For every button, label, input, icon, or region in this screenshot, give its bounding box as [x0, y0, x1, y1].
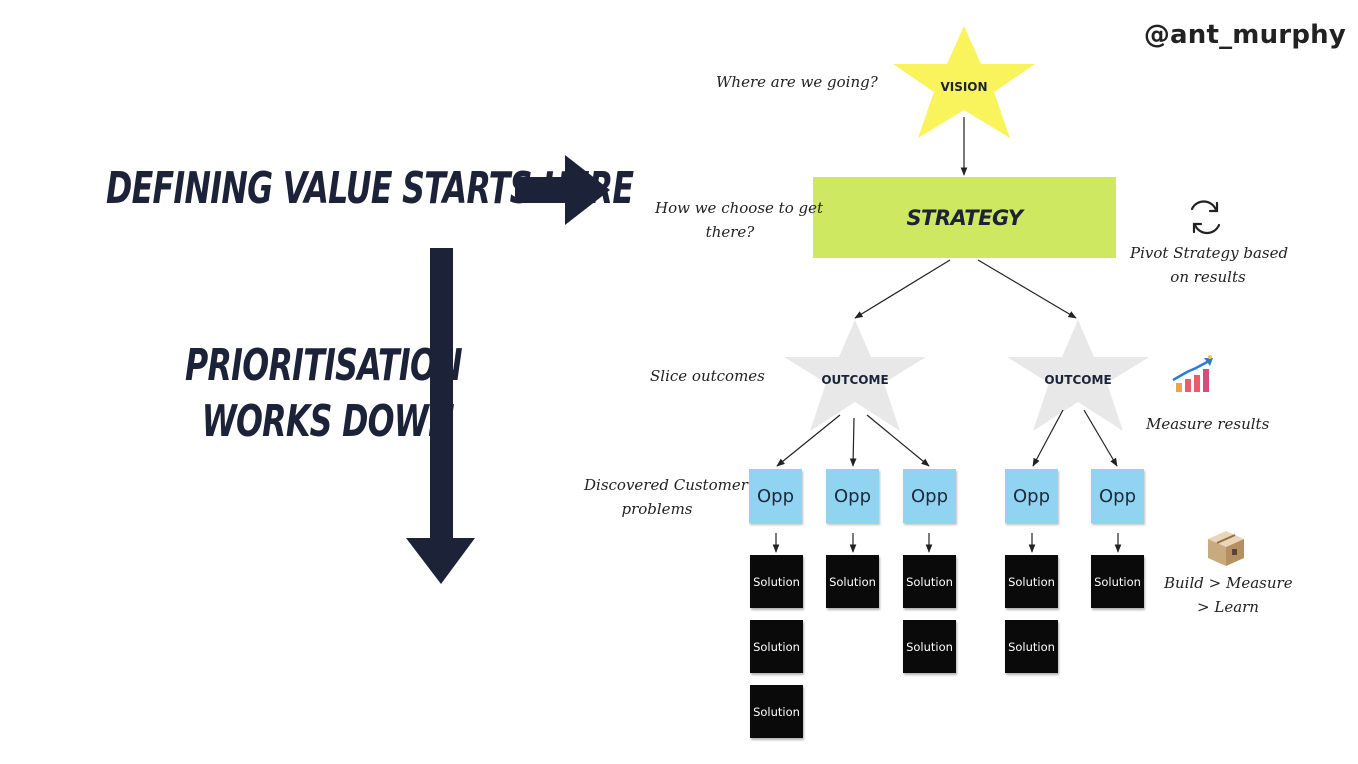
solution-sticky: Solution: [750, 685, 803, 738]
headline-prioritisation-line-1: PRIORITISATION: [185, 340, 463, 391]
note-how-we-choose: How we choose to get there?: [655, 196, 824, 244]
note-how-line-2: there?: [705, 223, 755, 241]
solution-sticky: Solution: [750, 555, 803, 608]
strategy-box: STRATEGY: [813, 177, 1116, 258]
note-measure-results: Measure results: [1146, 415, 1270, 433]
solution-sticky: Solution: [1005, 555, 1058, 608]
author-handle: @ant_murphy: [1143, 20, 1346, 50]
note-discovered-line-2: problems: [621, 500, 693, 518]
strategy-label: STRATEGY: [906, 205, 1023, 230]
vision-star: VISION: [893, 26, 1035, 138]
tree-connectors: [772, 117, 1122, 553]
right-arrow-icon: [515, 155, 610, 225]
package-box-icon: [1208, 531, 1244, 566]
growth-chart-icon: [1172, 355, 1213, 392]
note-build-line-2: > Learn: [1197, 598, 1259, 616]
outcome-label-right: OUTCOME: [1044, 373, 1111, 387]
solution-sticky: Solution: [1005, 620, 1058, 673]
down-arrow-icon: [406, 248, 475, 584]
solution-sticky: Solution: [903, 620, 956, 673]
outcome-label-left: OUTCOME: [821, 373, 888, 387]
solution-sticky: Solution: [750, 620, 803, 673]
note-build-line-1: Build > Measure: [1164, 574, 1293, 592]
headline-prioritisation-line-2: WORKS DOWN: [201, 396, 455, 447]
outcome-star-left: OUTCOME: [784, 320, 926, 431]
refresh-icon: [1190, 200, 1221, 235]
opp-sticky-2: Opp: [826, 469, 879, 523]
note-slice-outcomes: Slice outcomes: [650, 367, 765, 385]
solution-sticky: Solution: [1091, 555, 1144, 608]
note-pivot-line-1: Pivot Strategy based: [1130, 244, 1289, 262]
outcome-star-right: OUTCOME: [1007, 320, 1149, 431]
note-build-measure-learn: Build > Measure > Learn: [1164, 571, 1293, 619]
opp-sticky-1: Opp: [749, 469, 802, 523]
opp-sticky-3: Opp: [903, 469, 956, 523]
opp-sticky-4: Opp: [1005, 469, 1058, 523]
note-pivot-strategy: Pivot Strategy based on results: [1130, 241, 1289, 289]
note-discovered-line-1: Discovered Customer: [584, 476, 748, 494]
vision-label: VISION: [940, 80, 987, 94]
solution-sticky: Solution: [903, 555, 956, 608]
opp-sticky-5: Opp: [1091, 469, 1144, 523]
note-how-line-1: How we choose to get: [655, 199, 824, 217]
note-pivot-line-2: on results: [1170, 268, 1246, 286]
headline-prioritisation: PRIORITISATION WORKS DOWN: [185, 338, 463, 450]
solution-sticky: Solution: [826, 555, 879, 608]
note-discovered-problems: Discovered Customer problems: [584, 473, 748, 521]
note-where-are-we-going: Where are we going?: [716, 73, 878, 91]
